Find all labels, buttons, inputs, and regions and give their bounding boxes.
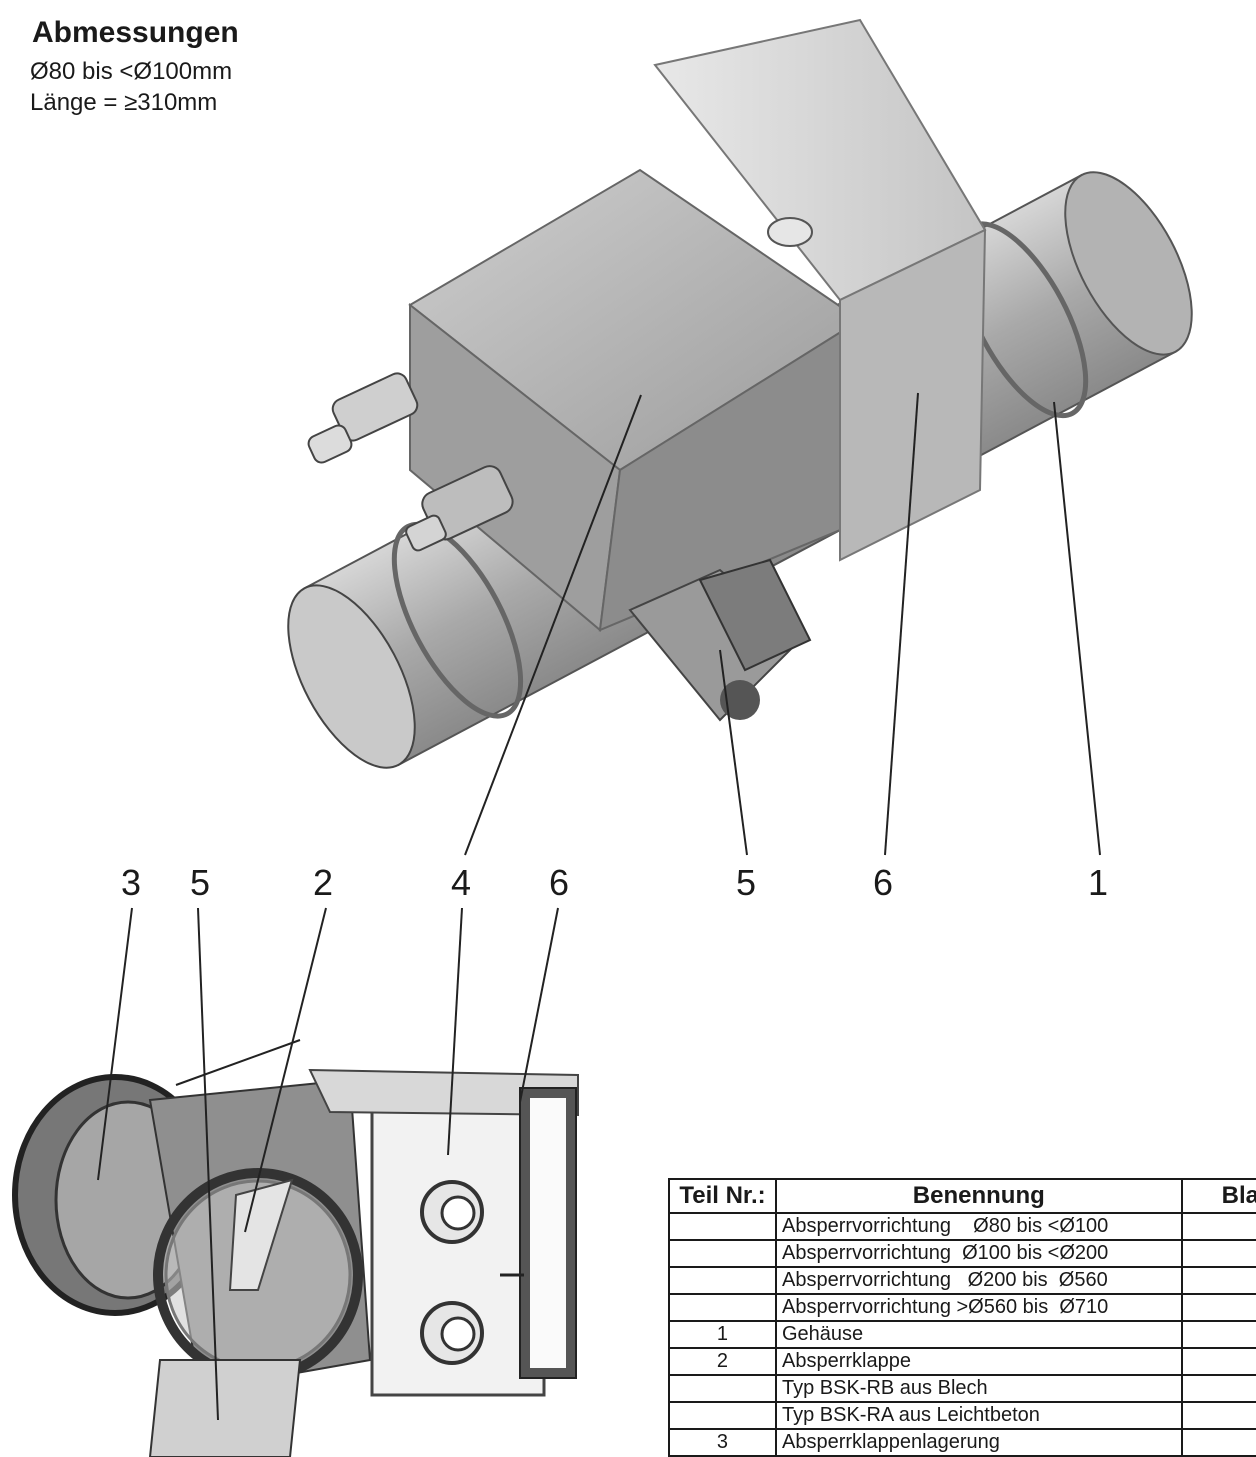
actuator-unit xyxy=(628,558,812,722)
callout-2: 2 xyxy=(313,862,334,903)
table-row: Absperrvorrichtung >Ø560 bis Ø710 xyxy=(668,1293,1256,1322)
callout-5-top: 5 xyxy=(736,862,757,903)
dimensions-title: Abmessungen xyxy=(32,16,239,49)
table-row: Absperrvorrichtung Ø80 bis <Ø100 xyxy=(668,1212,1256,1241)
cable-gland-upper xyxy=(307,372,419,464)
damper-assembly-view xyxy=(287,18,1193,856)
damper-blade xyxy=(228,1178,294,1291)
col-blatt: Blat xyxy=(1180,1178,1256,1214)
diameter-range: Ø80 bis <Ø100mm xyxy=(30,58,233,85)
table-row: Typ BSK-RA aus Leichtbeton xyxy=(668,1401,1256,1430)
callout-1-top: 1 xyxy=(1088,862,1109,903)
cable-gland-lower xyxy=(405,465,514,552)
table-row: Absperrvorrichtung Ø100 bis <Ø200 xyxy=(668,1239,1256,1268)
callout-6-bottom: 6 xyxy=(549,862,570,903)
upper-block-side xyxy=(839,228,987,562)
col-benennung: Benennung xyxy=(774,1178,1183,1214)
table-header-row: Teil Nr.: Benennung Blat xyxy=(668,1178,1256,1214)
callout-3: 3 xyxy=(121,862,142,903)
length-spec: Länge = ≥310mm xyxy=(30,89,218,116)
callout-5-bottom: 5 xyxy=(190,862,211,903)
pipe-right-end xyxy=(1064,171,1193,356)
table-row: Absperrvorrichtung Ø200 bis Ø560 xyxy=(668,1266,1256,1295)
pipe-left-end xyxy=(287,584,416,769)
table-row: Typ BSK-RB aus Blech xyxy=(668,1374,1256,1403)
callout-6-top: 6 xyxy=(873,862,894,903)
col-teil-nr: Teil Nr.: xyxy=(668,1178,777,1214)
callout-4: 4 xyxy=(451,862,472,903)
parts-table: Teil Nr.: Benennung Blat Absperrvorricht… xyxy=(668,1178,1256,1457)
header: Abmessungen Ø80 bis <Ø100mm Länge = ≥310… xyxy=(30,16,239,118)
damper-exploded-view xyxy=(12,907,579,1457)
